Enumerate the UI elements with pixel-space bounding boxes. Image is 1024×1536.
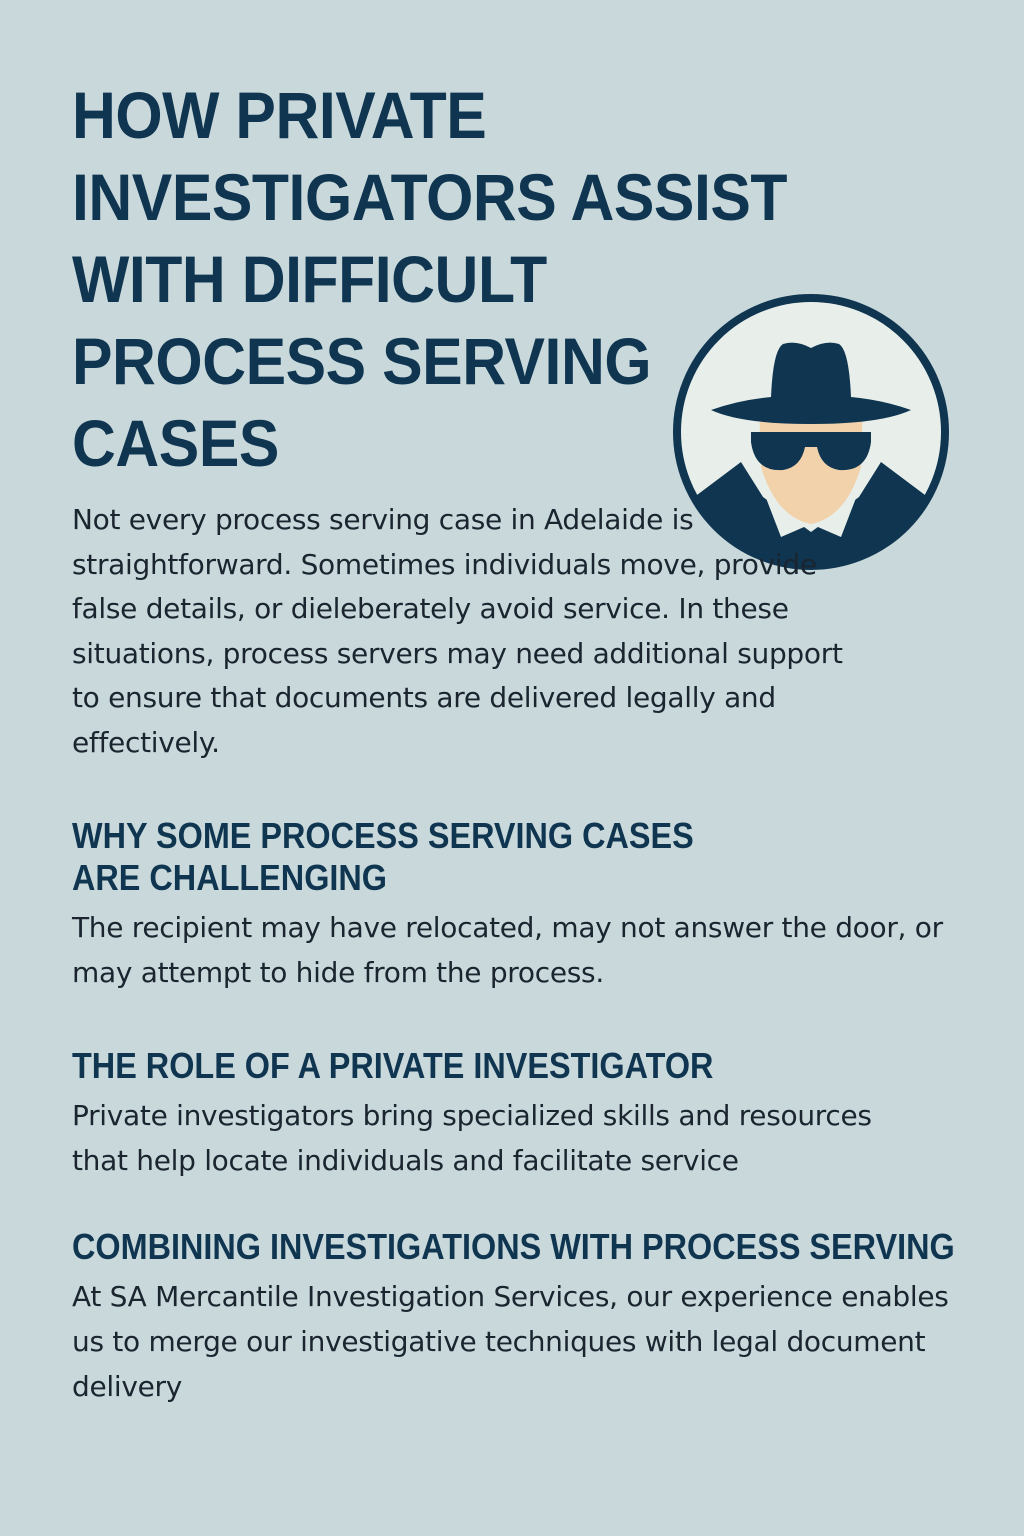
section-body: The recipient may have relocated, may no… — [72, 911, 943, 989]
section-body: At SA Mercantile Investigation Services,… — [72, 1280, 949, 1403]
intro-paragraph: Not every process serving case in Adelai… — [72, 503, 843, 759]
section-body: Private investigators bring specialized … — [72, 1099, 872, 1177]
title-line: INVESTIGATORS ASSIST — [72, 160, 788, 234]
section-heading: Why some process serving casesare challe… — [72, 815, 694, 898]
section-combining: Combining investigations with process se… — [72, 1226, 992, 1409]
section-role: The role of a private investigator Priva… — [72, 1045, 992, 1183]
section-challenging: Why some process serving casesare challe… — [72, 815, 992, 995]
page-title: HOW PRIVATE INVESTIGATORS ASSIST WITH DI… — [72, 74, 790, 484]
title-line: WITH DIFFICULT — [72, 242, 547, 316]
title-line: PROCESS SERVING — [72, 324, 652, 398]
section-heading: The role of a private investigator — [72, 1045, 714, 1086]
title-line: CASES — [72, 406, 279, 480]
detective-icon — [673, 294, 949, 570]
section-heading: Combining investigations with process se… — [72, 1226, 955, 1267]
title-line: HOW PRIVATE — [72, 78, 487, 152]
